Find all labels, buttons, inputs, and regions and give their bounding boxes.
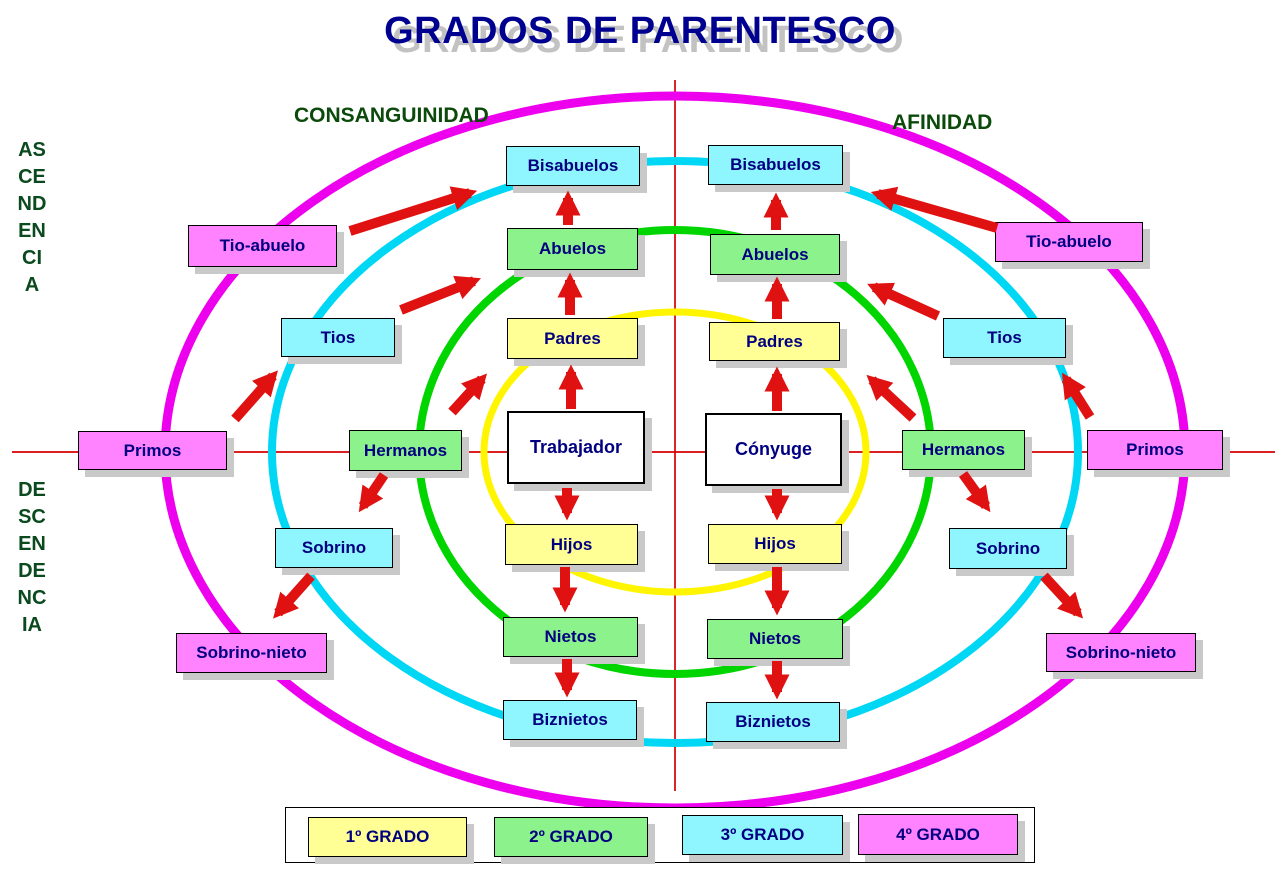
legend-item-4th-grade: 4º GRADO: [858, 814, 1018, 855]
node-biznietos-consanguinidad: Biznietos: [503, 700, 637, 740]
node-abuelos-consanguinidad: Abuelos: [507, 228, 638, 270]
node-conyuge: Cónyuge: [705, 413, 842, 486]
node-biznietos-afinidad: Biznietos: [706, 702, 840, 742]
arrow-tio-abuelo-bisabuelos-a: [870, 186, 999, 233]
node-primos-afinidad: Primos: [1087, 430, 1223, 470]
arrow-hermanos-padres-c: [448, 373, 488, 416]
arrow-hermanos-sobrino-a: [958, 471, 991, 513]
node-tios-consanguinidad: Tios: [281, 318, 395, 357]
arrow-hermanos-sobrino-c: [358, 472, 389, 513]
arrow-tios-abuelos-a: [867, 282, 941, 321]
legend-item-3rd-grade: 3º GRADO: [682, 815, 843, 855]
node-hermanos-consanguinidad: Hermanos: [349, 430, 462, 471]
node-trabajador: Trabajador: [507, 411, 645, 484]
ascendencia-label: ASCENDENCIA: [17, 139, 47, 296]
arrow-sobrino-sobrino-nieto-c: [273, 572, 315, 619]
node-padres-consanguinidad: Padres: [507, 318, 638, 359]
node-sobrino-nieto-afinidad: Sobrino-nieto: [1046, 633, 1196, 672]
arrow-primos-tios-c: [231, 370, 278, 423]
arrow-primos-tios-a: [1061, 372, 1095, 420]
node-padres-afinidad: Padres: [709, 322, 840, 361]
node-abuelos-afinidad: Abuelos: [710, 234, 840, 275]
node-hijos-afinidad: Hijos: [708, 524, 842, 564]
legend-item-2nd-grade: 2º GRADO: [494, 817, 648, 857]
legend-item-1st-grade: 1º GRADO: [308, 817, 467, 857]
node-hermanos-afinidad: Hermanos: [902, 430, 1025, 470]
arrow-tios-abuelos-c: [399, 275, 481, 315]
node-hijos-consanguinidad: Hijos: [505, 524, 638, 565]
ring-4th-grade: [160, 91, 1190, 813]
arrow-sobrino-sobrino-nieto-a: [1040, 572, 1084, 619]
node-nietos-consanguinidad: Nietos: [503, 617, 638, 657]
afinidad-label: AFINIDAD: [892, 111, 993, 134]
node-tios-afinidad: Tios: [943, 318, 1066, 358]
node-tio-abuelo-consanguinidad: Tio-abuelo: [188, 225, 337, 267]
node-primos-consanguinidad: Primos: [78, 431, 227, 470]
arrow-hermanos-padres-a: [866, 374, 917, 422]
node-sobrino-nieto-consanguinidad: Sobrino-nieto: [176, 633, 327, 673]
arrow-tio-abuelo-bisabuelos-c: [348, 186, 478, 236]
descendencia-label: DESCENDENCIA: [17, 479, 47, 636]
node-sobrino-afinidad: Sobrino: [949, 528, 1067, 569]
node-tio-abuelo-afinidad: Tio-abuelo: [995, 222, 1143, 262]
node-nietos-afinidad: Nietos: [707, 619, 843, 659]
node-sobrino-consanguinidad: Sobrino: [275, 528, 393, 568]
node-bisabuelos-afinidad: Bisabuelos: [708, 145, 843, 185]
ring-2nd-grade: [415, 226, 935, 678]
consanguinidad-label: CONSANGUINIDAD: [294, 104, 489, 127]
node-bisabuelos-consanguinidad: Bisabuelos: [506, 146, 640, 186]
page-title: GRADOS DE PARENTESCO: [384, 10, 896, 52]
